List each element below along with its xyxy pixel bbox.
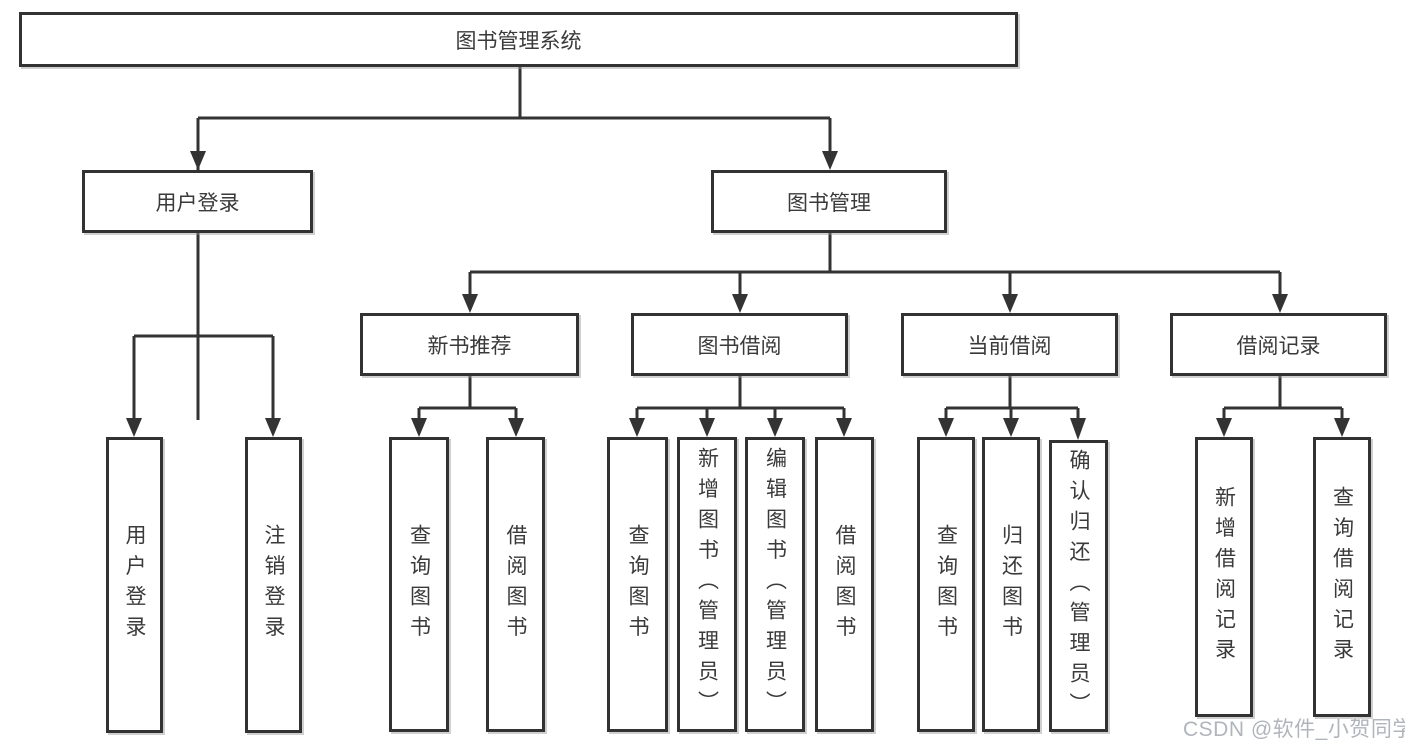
arrowhead (1334, 418, 1350, 437)
node-borrow-records: 借阅记录 (1170, 313, 1387, 376)
node-label: 查询图书 (407, 523, 431, 646)
node-label: 借阅图书 (833, 523, 856, 646)
node-label: 图书借阅 (697, 334, 782, 358)
node-root: 图书管理系统 (19, 12, 1018, 67)
arrowhead (938, 418, 954, 437)
node-new-book-recommend: 新书推荐 (360, 313, 579, 376)
arrowhead (126, 418, 142, 437)
node-leaf-borrow-book-2: 借阅图书 (815, 437, 874, 732)
node-leaf-edit-book-admin: 编辑图书（管理员） (745, 437, 805, 732)
node-leaf-user-login: 用户登录 (106, 437, 163, 733)
node-label: 编辑图书（管理员） (763, 447, 787, 722)
node-leaf-add-borrow-record: 新增借阅记录 (1195, 437, 1253, 717)
node-label: 查询借阅记录 (1330, 485, 1354, 669)
node-label: 注销登录 (262, 524, 285, 646)
connector-currentborrow-to-leaves (944, 376, 1080, 420)
node-leaf-borrow-book-1: 借阅图书 (486, 437, 545, 732)
node-label: 用户登录 (155, 191, 240, 215)
node-label: 图书管理系统 (455, 29, 582, 53)
node-label: 查询图书 (626, 523, 649, 646)
node-leaf-logout: 注销登录 (245, 437, 302, 733)
node-leaf-query-book-3: 查询图书 (917, 437, 975, 732)
watermark: CSDN @软件_小贺同学 (1183, 718, 1405, 741)
node-label: 归还图书 (999, 523, 1023, 646)
arrowhead (508, 418, 524, 437)
node-label: 新书推荐 (427, 334, 512, 358)
node-leaf-query-borrow-record: 查询借阅记录 (1313, 437, 1371, 717)
arrowhead (629, 418, 645, 437)
connector-bookborrow-to-leaves (635, 376, 846, 420)
arrowhead (190, 151, 206, 170)
node-label: 当前借阅 (967, 334, 1052, 358)
node-label: 用户登录 (123, 524, 146, 646)
arrowhead (1003, 418, 1019, 437)
node-book-management: 图书管理 (711, 170, 947, 233)
arrowhead (822, 151, 838, 170)
arrowhead (462, 294, 478, 313)
node-leaf-confirm-return-admin: 确认归还（管理员） (1049, 440, 1108, 732)
node-user-login-branch: 用户登录 (82, 170, 313, 233)
arrowhead (1216, 418, 1232, 437)
arrowhead (411, 418, 427, 437)
node-leaf-query-book-2: 查询图书 (607, 437, 668, 732)
node-current-borrow: 当前借阅 (901, 313, 1118, 376)
connector-records-to-leaves (1222, 376, 1344, 420)
connector-root-to-level2 (196, 66, 832, 420)
arrowheads (126, 151, 1350, 440)
node-label: 新增图书（管理员） (695, 447, 719, 722)
connector-newbook-to-leaves (417, 376, 518, 420)
node-label: 借阅记录 (1236, 334, 1321, 358)
connector-bookmgmt-to-level3 (468, 233, 1282, 295)
arrowhead (732, 294, 748, 313)
arrowhead (1002, 294, 1018, 313)
arrowhead (699, 418, 715, 437)
node-label: 图书管理 (787, 191, 871, 215)
node-leaf-add-book-admin: 新增图书（管理员） (677, 437, 737, 732)
node-label: 查询图书 (934, 523, 958, 646)
node-book-borrow: 图书借阅 (631, 313, 848, 376)
arrowhead (1070, 418, 1086, 440)
node-label: 新增借阅记录 (1212, 485, 1236, 669)
connector-userlogin-to-leaves (132, 233, 275, 420)
arrowhead (265, 418, 281, 437)
arrowhead (767, 418, 783, 437)
arrowhead (1272, 294, 1288, 313)
node-leaf-return-book: 归还图书 (982, 437, 1040, 732)
node-label: 借阅图书 (504, 523, 527, 646)
arrowhead (836, 418, 852, 437)
node-leaf-query-book-1: 查询图书 (389, 437, 449, 732)
node-label: 确认归还（管理员） (1067, 448, 1090, 724)
